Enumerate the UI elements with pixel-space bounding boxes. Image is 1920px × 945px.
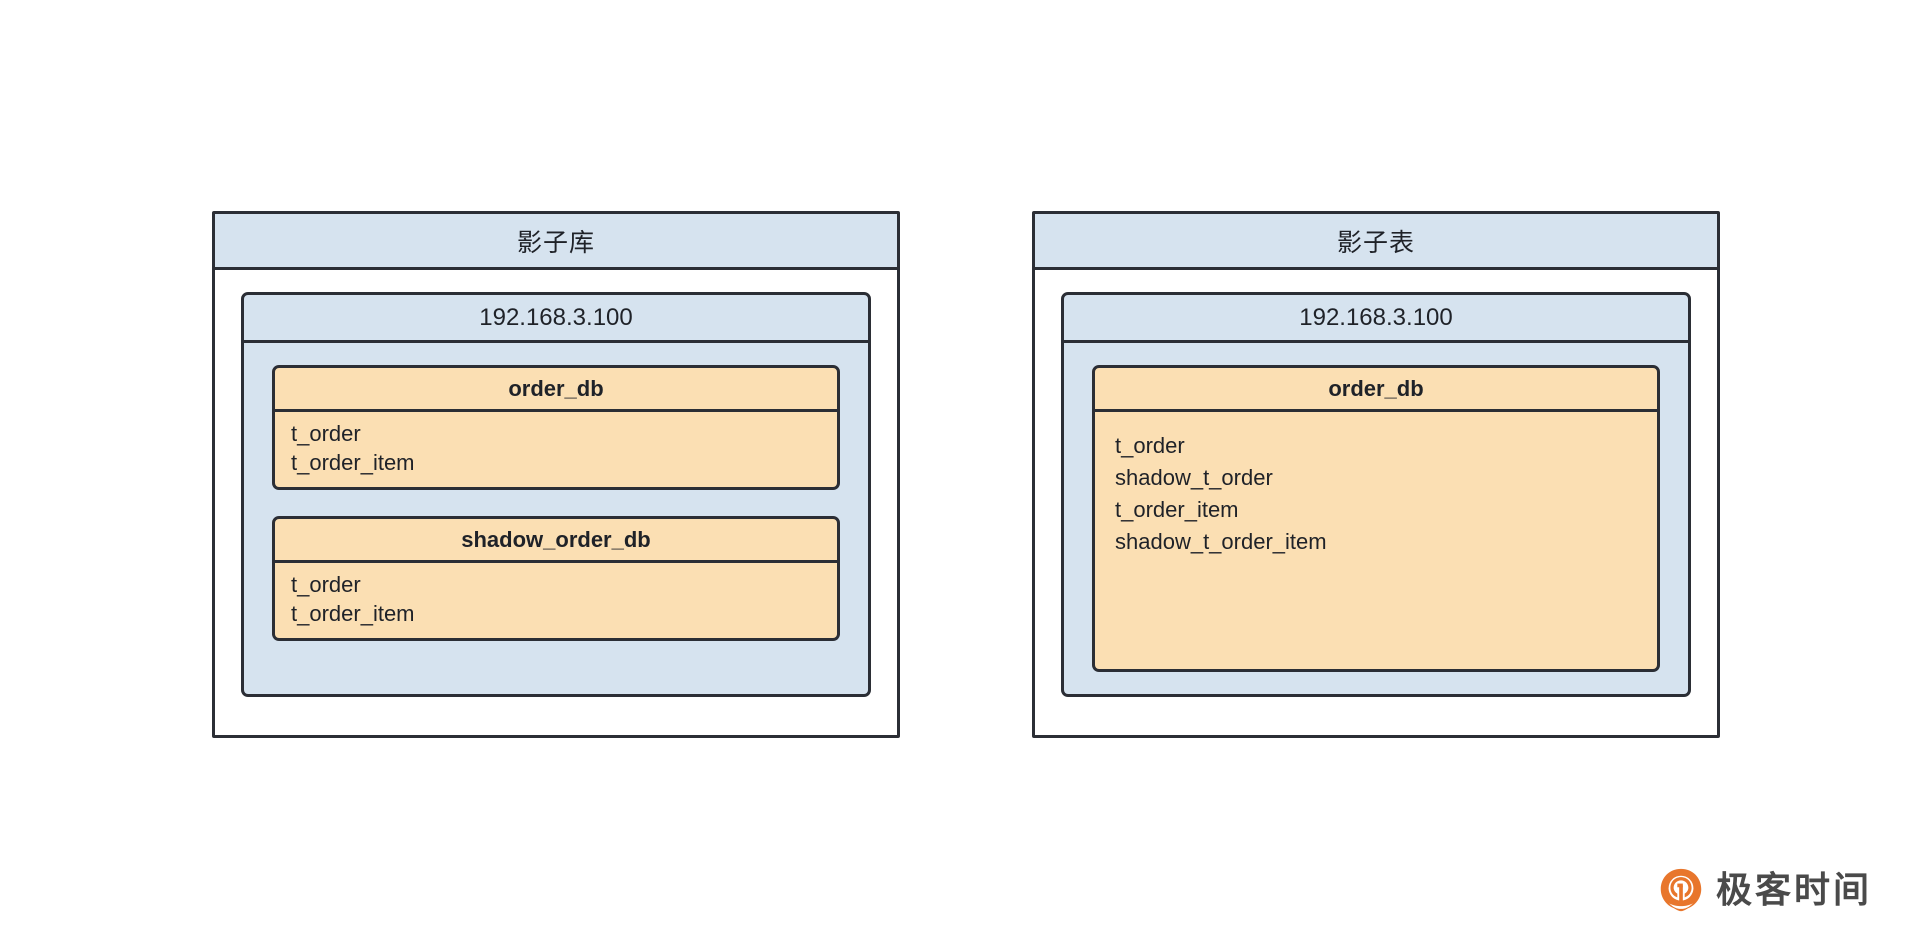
host-card-shadow-database: 192.168.3.100 order_db t_order t_order_i… [241,292,871,697]
table-row: t_order_item [291,449,415,475]
host-ip-label-shadow-database: 192.168.3.100 [244,295,868,343]
panel-shadow-table: 影子表 192.168.3.100 order_db t_order shado… [1032,211,1720,738]
panel-shadow-database: 影子库 192.168.3.100 order_db t_order t_ord… [212,211,900,738]
db-name-shadow-order-db: shadow_order_db [275,519,837,564]
db-table-list-order-db: t_order t_order_item [275,412,837,487]
host-body-shadow-table: order_db t_order shadow_t_order t_order_… [1064,343,1688,694]
db-table-list-order-db-shadow-table: t_order shadow_t_order t_order_item shad… [1095,412,1657,576]
brand-name: 极客时间 [1715,869,1872,910]
db-box-order-db: order_db t_order t_order_item [272,365,840,491]
table-row: t_order [1115,433,1185,458]
brand-watermark: 极客时间 [1658,867,1872,913]
host-ip-label-shadow-table: 192.168.3.100 [1064,295,1688,343]
panel-title-shadow-table: 影子表 [1035,214,1717,270]
table-row: shadow_t_order_item [1115,528,1327,554]
panel-body-shadow-table: 192.168.3.100 order_db t_order shadow_t_… [1035,270,1717,735]
table-row: t_order [291,421,361,446]
geektime-logo-icon [1658,867,1704,913]
table-row: shadow_t_order [1115,464,1273,490]
host-card-shadow-table: 192.168.3.100 order_db t_order shadow_t_… [1061,292,1691,697]
panel-title-shadow-database: 影子库 [215,214,897,270]
table-row: t_order_item [1115,496,1239,522]
db-name-order-db-shadow-table: order_db [1095,368,1657,412]
db-box-order-db-shadow-table: order_db t_order shadow_t_order t_order_… [1092,365,1660,672]
db-box-shadow-order-db: shadow_order_db t_order t_order_item [272,516,840,642]
table-row: t_order_item [291,600,415,626]
db-table-list-shadow-order-db: t_order t_order_item [275,563,837,638]
host-body-shadow-database: order_db t_order t_order_item shadow_ord… [244,343,868,694]
db-name-order-db: order_db [275,368,837,412]
table-row: t_order [291,572,361,598]
panel-body-shadow-database: 192.168.3.100 order_db t_order t_order_i… [215,270,897,735]
